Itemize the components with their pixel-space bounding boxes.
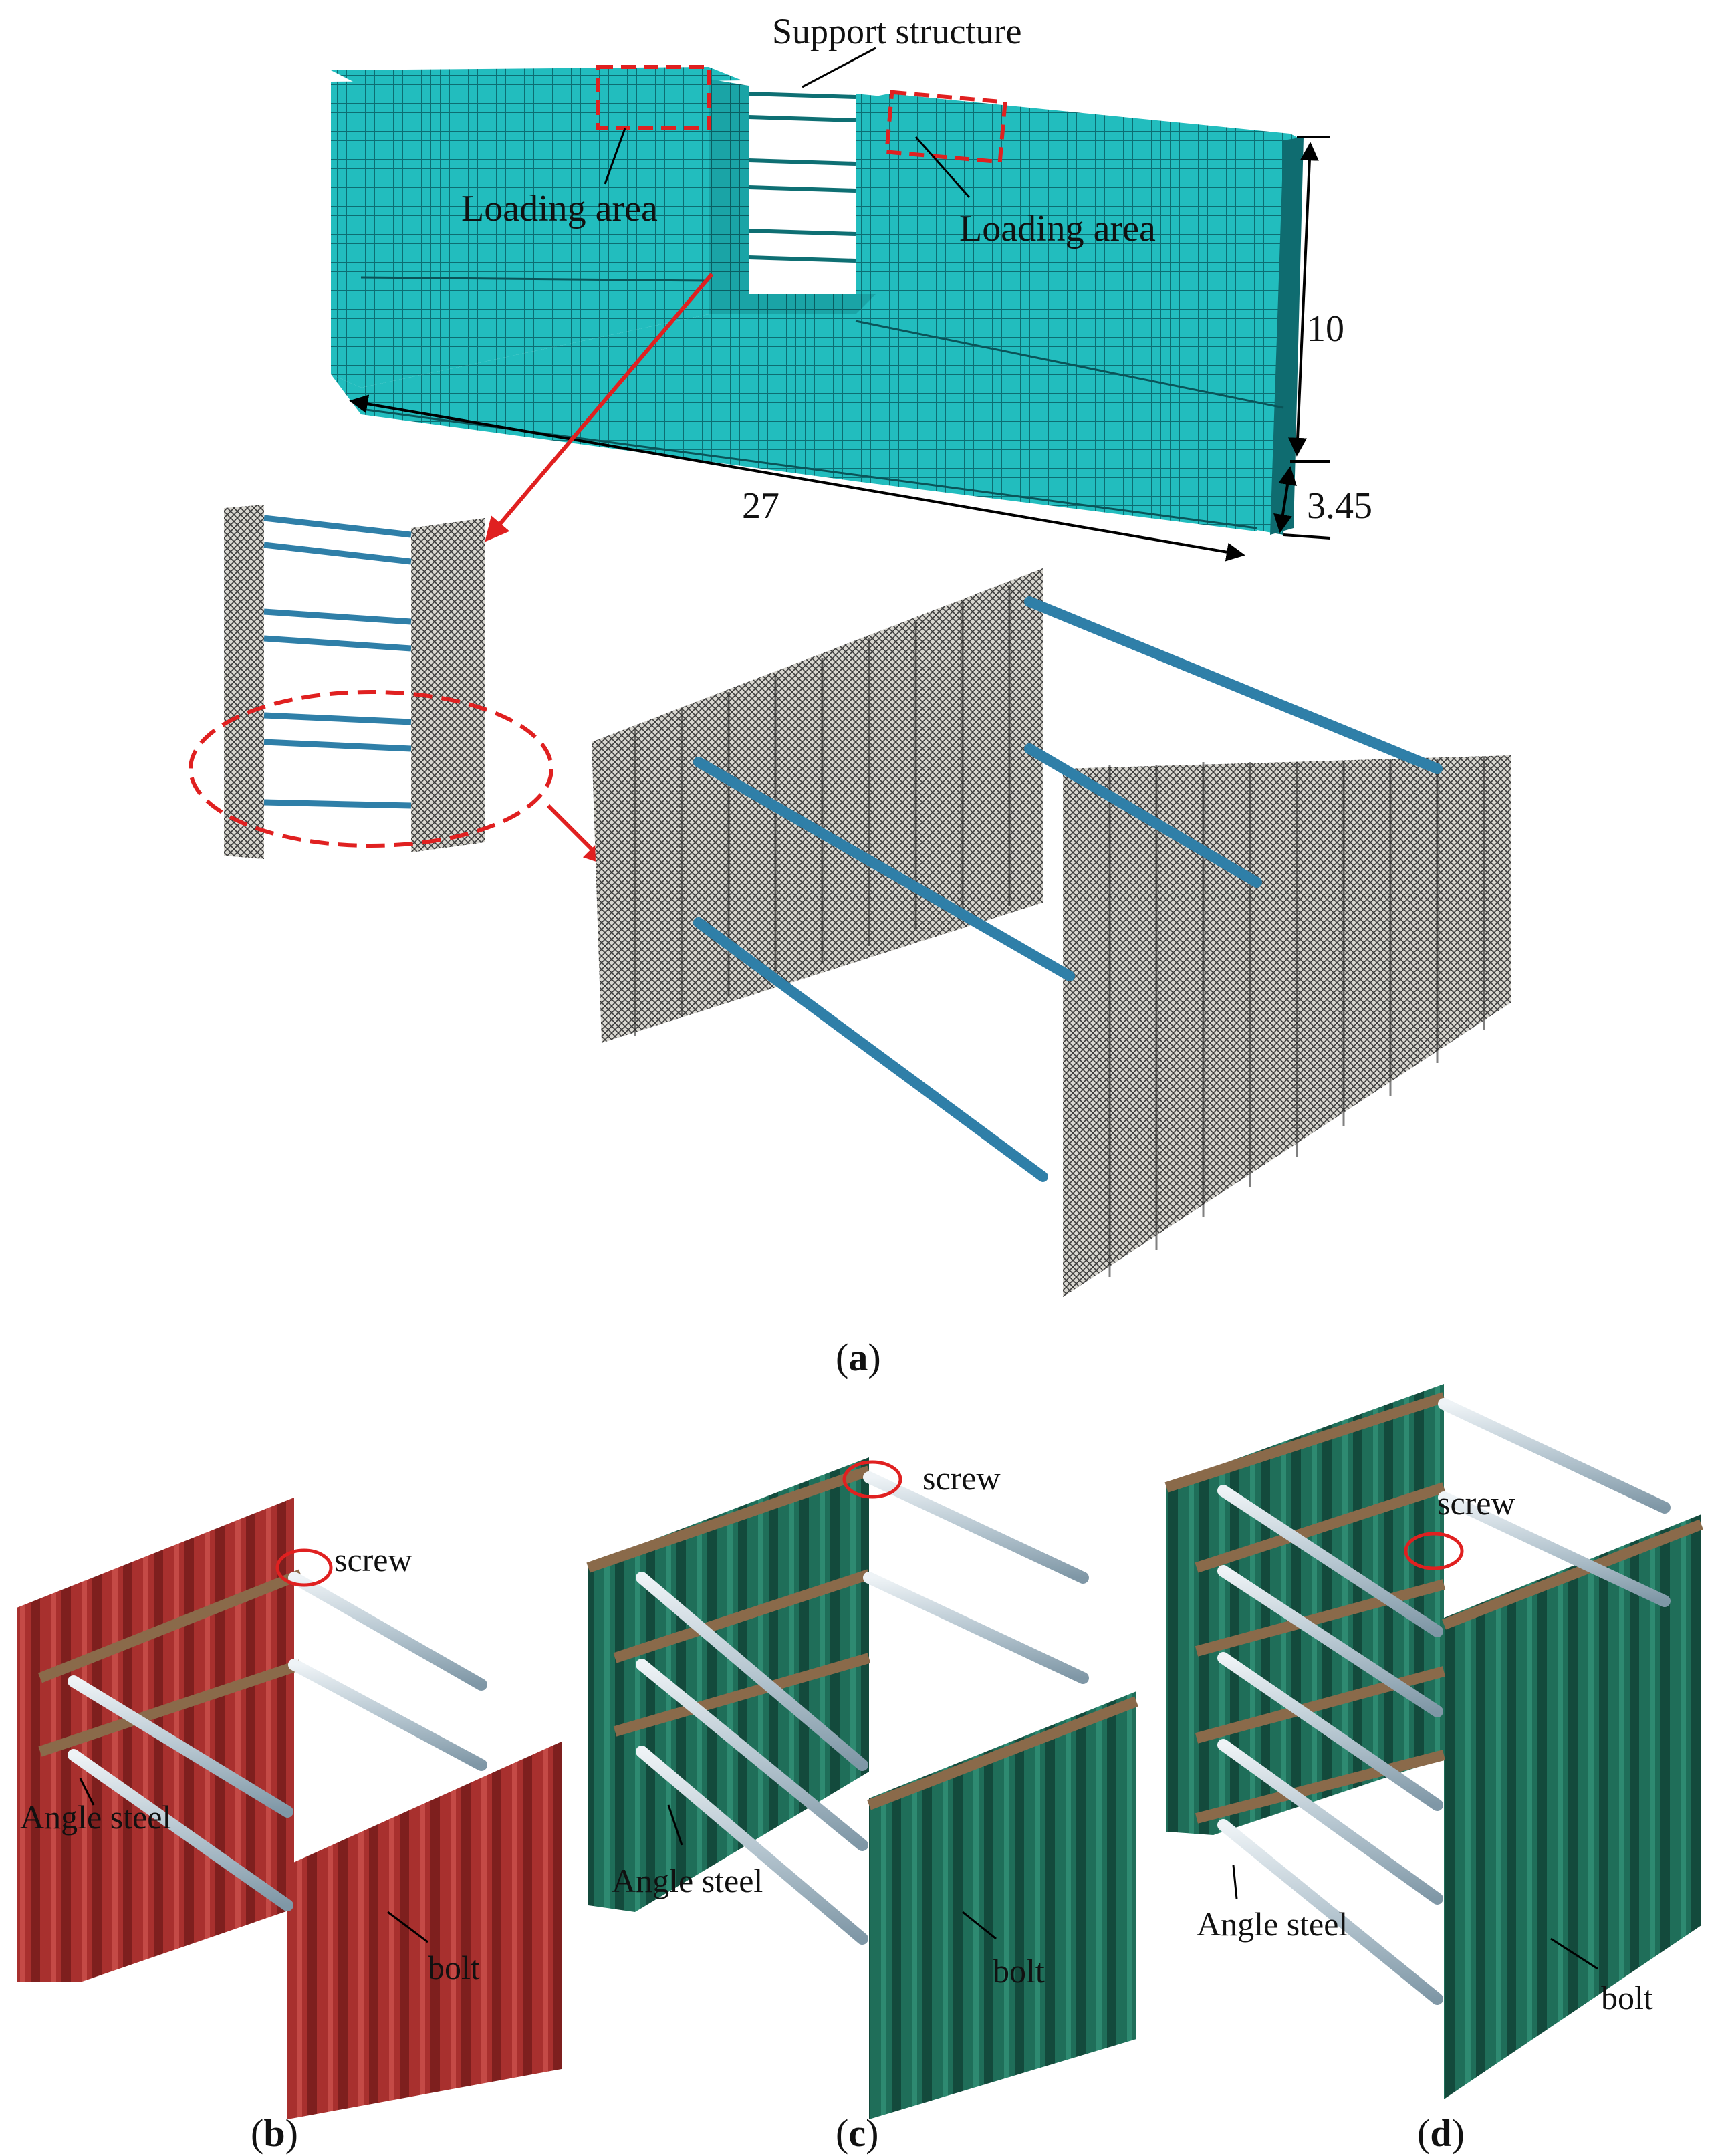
- panel-c-bolt-label: bolt: [993, 1952, 1045, 1990]
- dimension-length-label: 27: [742, 485, 779, 527]
- panel-b-angle-steel-label: Angle steel: [20, 1798, 171, 1836]
- extract-arrow: [485, 273, 714, 542]
- caption-a: (a): [836, 1336, 881, 1379]
- dimension-depth-label: 3.45: [1307, 485, 1372, 527]
- loading-area-right-leader: [914, 136, 971, 198]
- panel-d-bolt-label: bolt: [1601, 1979, 1653, 2016]
- large-support-model: [592, 568, 1511, 1297]
- trench-struts: [748, 92, 856, 263]
- loading-area-left-box: [596, 65, 711, 130]
- panel-d-bolt-leader: [1550, 1937, 1598, 1970]
- panel-c-model: [586, 1457, 1138, 2119]
- panel-b-bolt-leader: [387, 1911, 428, 1943]
- panel-c-bolt-leader: [962, 1911, 997, 1940]
- panel-b-model: [17, 1498, 562, 2119]
- loading-area-right-box: [884, 90, 1007, 164]
- support-structure-leader: [802, 47, 876, 88]
- panel-d-screw-label: screw: [1437, 1484, 1515, 1522]
- panel-b-screw-label: screw: [334, 1541, 412, 1578]
- panel-c-angle-steel-label: Angle steel: [612, 1862, 763, 1899]
- panel-c-angle-steel-leader: [667, 1804, 683, 1846]
- loading-area-right-label: Loading area: [959, 208, 1156, 249]
- panel-b-bolt-label: bolt: [428, 1949, 480, 1986]
- zoom-ellipse: [189, 690, 553, 848]
- caption-d: (d): [1417, 2111, 1465, 2155]
- dimension-height-label: 10: [1307, 308, 1344, 350]
- panel-c-screw-label: screw: [922, 1459, 1001, 1497]
- support-structure-label: Support structure: [772, 11, 1021, 51]
- panel-c-screw-circle: [842, 1460, 902, 1499]
- loading-area-left-label: Loading area: [461, 188, 658, 229]
- fe-model-block: [331, 67, 1304, 535]
- caption-c: (c): [836, 2111, 878, 2155]
- panel-d-model: [1164, 1384, 1703, 2099]
- caption-b: (b): [251, 2111, 298, 2155]
- panel-d-angle-steel-leader: [1232, 1865, 1238, 1899]
- panel-d-angle-steel-label: Angle steel: [1197, 1905, 1348, 1943]
- panel-d-screw-circle: [1404, 1532, 1464, 1570]
- panel-b-angle-steel-leader: [79, 1778, 95, 1806]
- dimension-lines: [349, 136, 1331, 562]
- panel-b-screw-circle: [275, 1548, 333, 1587]
- loading-area-left-leader: [604, 128, 626, 185]
- small-support-model: [224, 505, 485, 859]
